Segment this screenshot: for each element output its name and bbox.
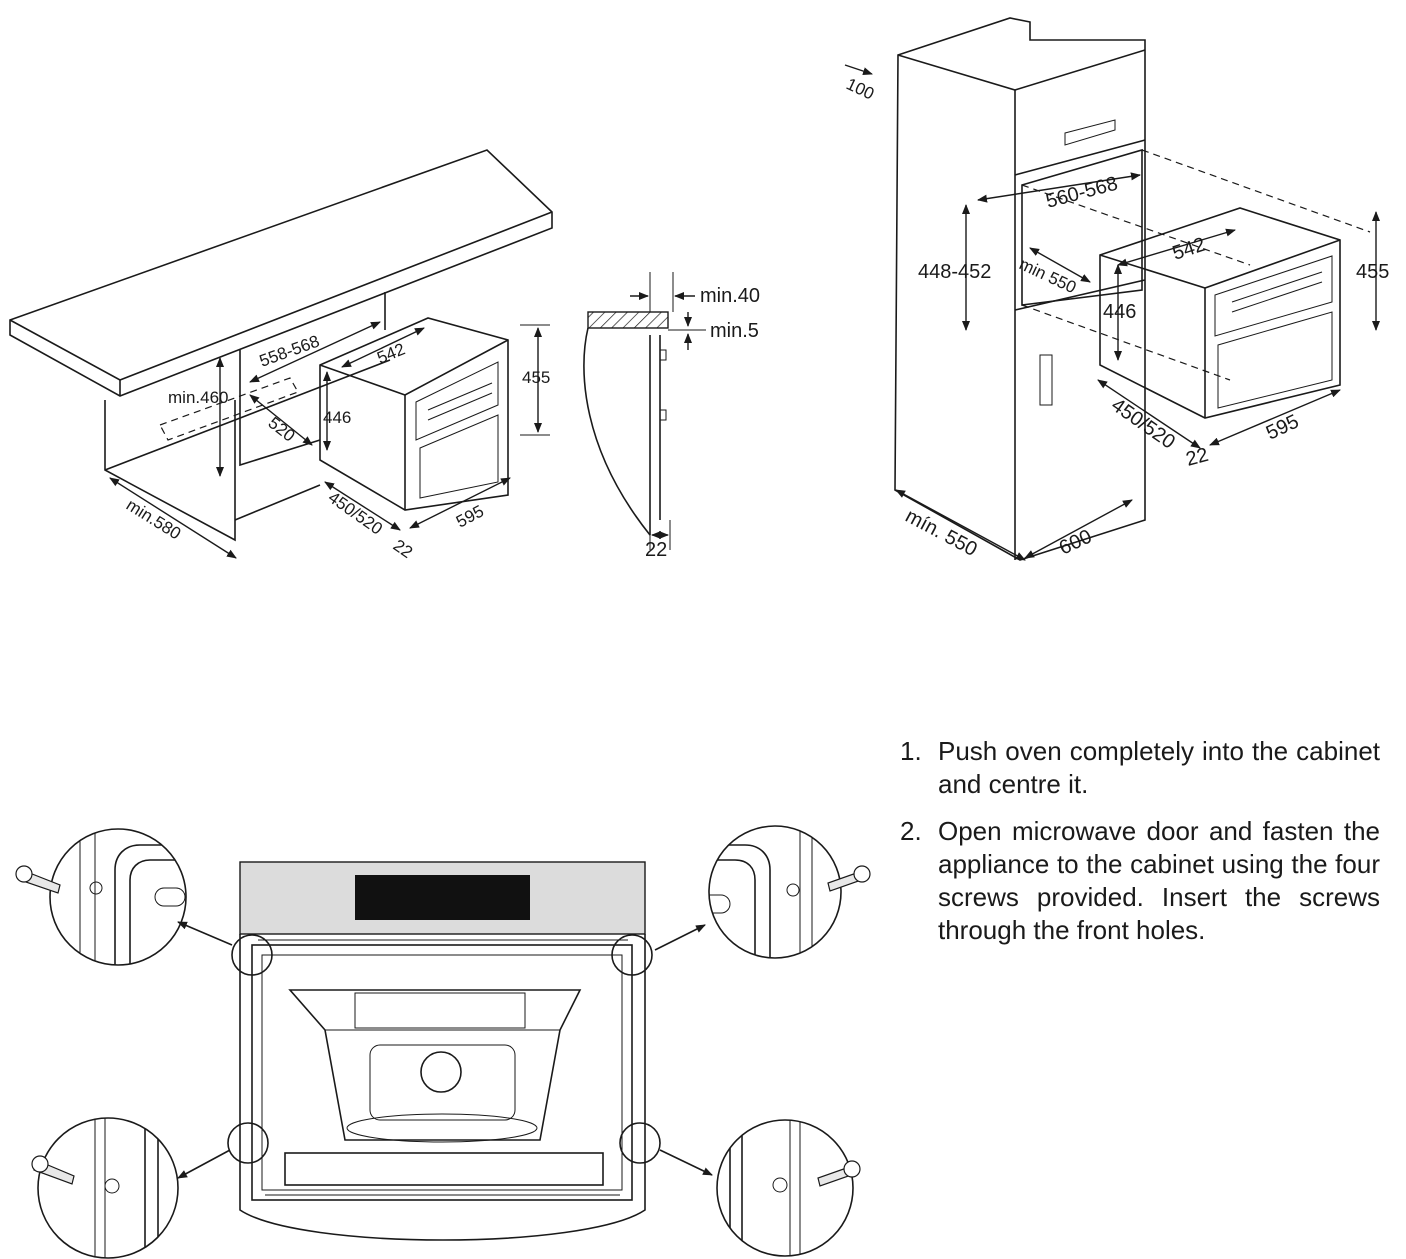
dim-min-depth-tall: min 550 (1016, 254, 1079, 297)
tall-cabinet-diagram: 100 560-568 448-452 min 550 542 446 455 … (843, 17, 1389, 561)
dim-door-thick: 22 (645, 539, 667, 561)
dim-oven-body-height-tall: 446 (1103, 301, 1136, 323)
screw-hole-bottom-right (619, 1122, 661, 1164)
dim-cabinet-depth: mín. 550 (902, 505, 981, 561)
screw-icon (827, 865, 871, 892)
instruction-step: 1. Push oven completely into the cabinet… (900, 735, 1380, 801)
instruction-list: 1. Push oven completely into the cabinet… (900, 735, 1380, 961)
side-profile-diagram: min.40 min.5 22 (583, 272, 760, 561)
step-text: Open microwave door and fasten the appli… (938, 816, 1380, 945)
dim-min-top: min.5 (710, 320, 759, 342)
dim-cabinet-width-bottom: 600 (1056, 525, 1096, 559)
step-text: Push oven completely into the cabinet an… (938, 736, 1380, 799)
dim-cabinet-width-tall: 560-568 (1044, 173, 1121, 213)
dim-opening-height: 448-452 (918, 261, 991, 283)
dim-front-thick: 22 (390, 536, 416, 562)
dim-front-width: 595 (453, 501, 487, 531)
dim-min-height: min.460 (168, 388, 228, 407)
screw-icon (31, 1155, 75, 1185)
front-view-diagram (15, 825, 871, 1259)
dim-min-gap: min.40 (700, 285, 760, 307)
instruction-step: 2. Open microwave door and fasten the ap… (900, 815, 1380, 947)
dim-body-depth-tall: 450/520 (1107, 394, 1179, 453)
dim-inner-depth: 520 (265, 413, 299, 445)
step-number: 2. (900, 816, 922, 846)
dim-top-clear: 100 (843, 74, 877, 103)
detail-top-right (708, 825, 871, 959)
screw-hole-top-left (231, 934, 273, 976)
display-panel (355, 875, 530, 920)
dim-oven-depth: 542 (374, 339, 407, 367)
dim-body-depth: 450/520 (325, 488, 386, 539)
step-number: 1. (900, 736, 922, 766)
screw-icon (817, 1160, 861, 1187)
detail-bottom-right (716, 1119, 861, 1257)
dim-front-height: 455 (1356, 261, 1389, 283)
screw-icon (15, 865, 61, 894)
turntable-center (420, 1051, 462, 1093)
screw-hole-bottom-left (227, 1122, 269, 1164)
dim-front-thick-tall: 22 (1184, 444, 1211, 471)
dim-cabinet-width: 558-568 (257, 332, 322, 371)
under-counter-diagram: 558-568 542 455 min.460 446 520 450/520 … (9, 149, 553, 562)
detail-bottom-left (31, 1117, 179, 1259)
detail-top-left (15, 828, 187, 966)
screw-hole-top-right (611, 934, 653, 976)
dim-oven-depth-tall: 542 (1170, 234, 1209, 265)
dim-oven-height-total: 455 (522, 368, 550, 387)
dim-front-width-tall: 595 (1263, 410, 1303, 444)
dim-oven-body-height: 446 (323, 408, 351, 427)
